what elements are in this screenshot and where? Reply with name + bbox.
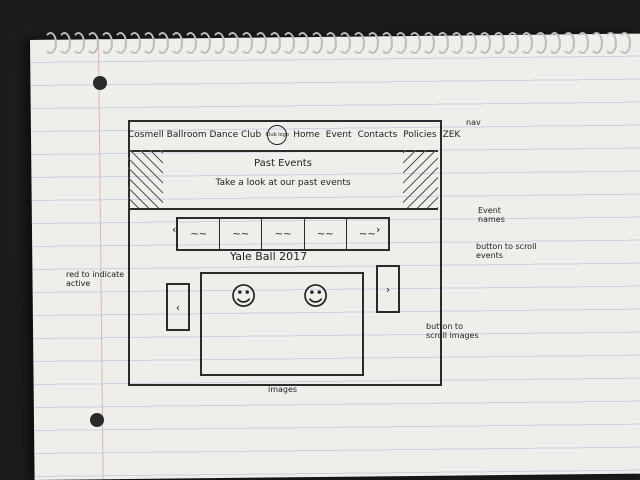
stick-figure-icon: ☺ xyxy=(230,282,258,312)
annotation-nav: nav xyxy=(466,118,481,127)
banner-title: Past Events xyxy=(254,158,312,169)
left-chevron-icon[interactable]: ‹ xyxy=(172,223,177,236)
annotation-images: images xyxy=(268,385,298,394)
brand-name[interactable]: Cosmell Ballroom Dance Club xyxy=(128,130,262,140)
event-name-item[interactable]: ~~ xyxy=(178,219,221,249)
nav-link-contacts[interactable]: Contacts xyxy=(357,130,398,140)
nav-link-event[interactable]: Event xyxy=(325,130,352,140)
image-slider: ☺ ☺ xyxy=(200,272,364,376)
banner-art-left xyxy=(128,150,163,208)
wireframe-frame xyxy=(128,120,442,386)
hero-banner: Past Events Take a look at our past even… xyxy=(128,150,438,210)
banner-subtitle: Take a look at our past events xyxy=(215,178,351,188)
image-left-button[interactable]: ‹ xyxy=(166,283,190,331)
punch-hole xyxy=(93,76,107,90)
right-chevron-icon[interactable]: › xyxy=(376,223,381,236)
annotation-events: Event names xyxy=(478,206,505,224)
event-name-item[interactable]: ~~ xyxy=(220,219,263,249)
annotation-scroll-images: button to scroll images xyxy=(426,322,479,340)
annotation-scroll-top: button to scroll events xyxy=(476,242,537,260)
annotation-active: red to indicate active xyxy=(66,270,125,288)
event-name-strip: ~~ ~~ ~~ ~~ ~~ xyxy=(176,217,390,251)
nav-link-zek[interactable]: ZEK xyxy=(442,130,461,140)
event-title: Yale Ball 2017 xyxy=(230,250,308,263)
spiral-binding xyxy=(40,32,640,54)
event-name-item[interactable]: ~~ xyxy=(359,228,376,240)
banner-art-right xyxy=(403,150,438,208)
event-name-item[interactable]: ~~ xyxy=(305,219,347,249)
navbar: Cosmell Ballroom Dance Club Club logo Ho… xyxy=(128,120,460,152)
stick-figure-icon: ☺ xyxy=(302,282,330,312)
nav-link-policies[interactable]: Policies xyxy=(403,130,437,140)
image-right-button[interactable]: › xyxy=(376,265,400,313)
logo-icon[interactable]: Club logo xyxy=(265,125,289,145)
nav-link-home[interactable]: Home xyxy=(293,130,320,140)
event-name-item[interactable]: ~~ xyxy=(262,219,305,249)
punch-hole xyxy=(90,413,104,427)
